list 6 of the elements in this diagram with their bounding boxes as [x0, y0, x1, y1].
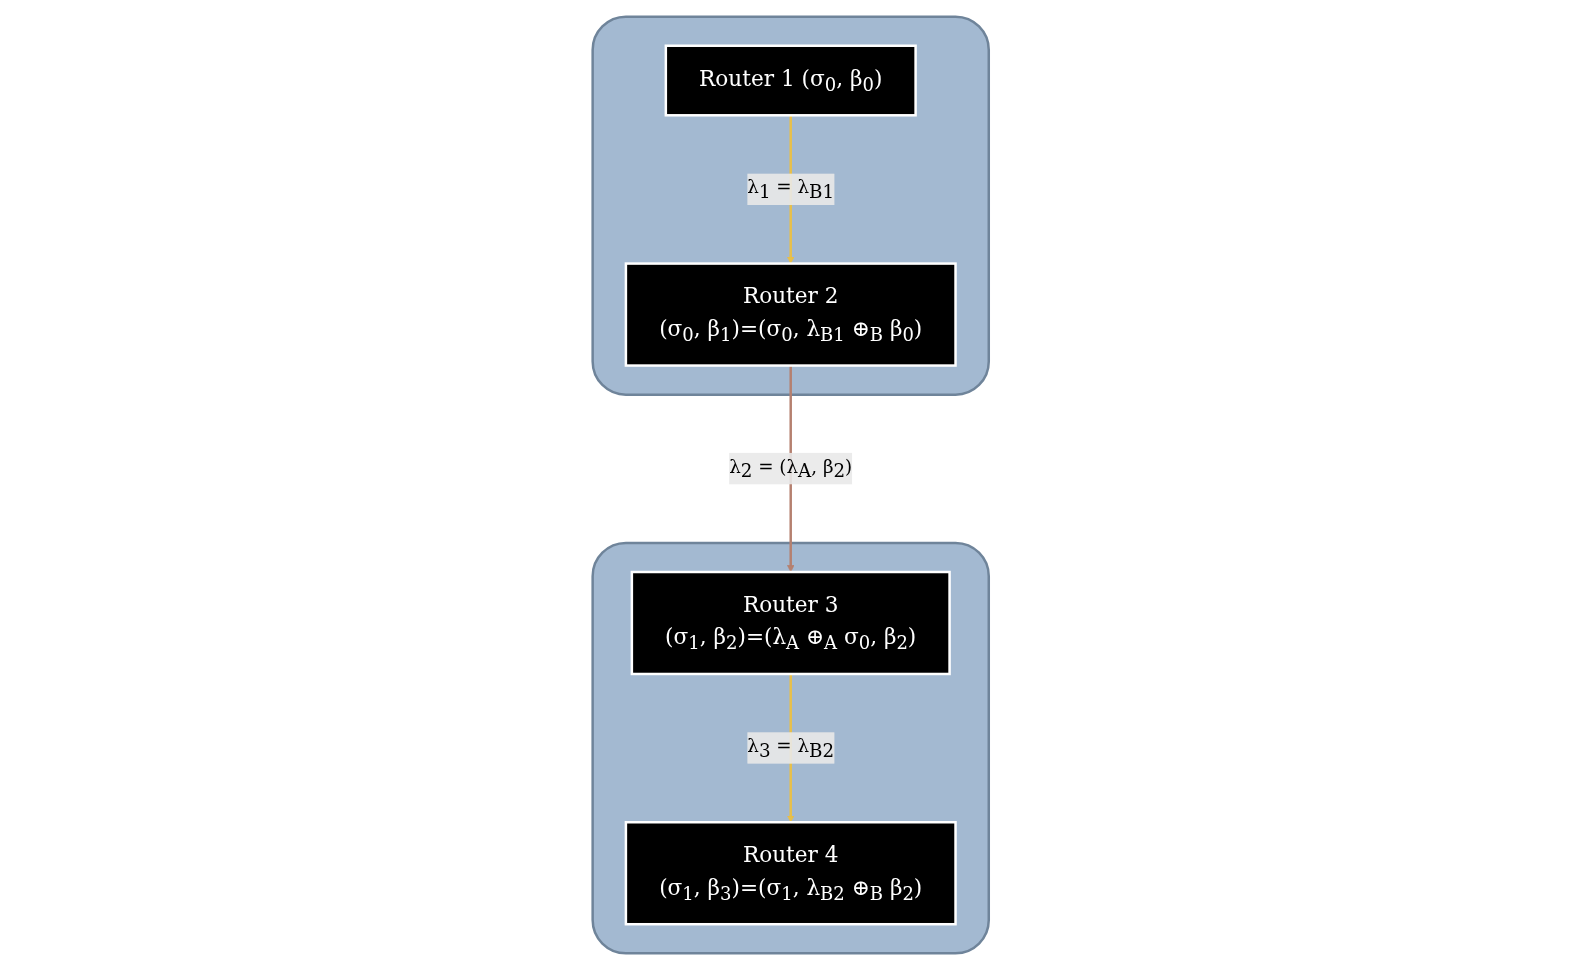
cluster [591, 541, 991, 955]
cluster [591, 15, 991, 396]
node-box: Router 1 (σ$_{0}$, β$_{0}$) [664, 44, 918, 117]
node-box: Router 4 (σ$_{1}$, β$_{3}$)=(σ$_{1}$, λ$_{B2}$ ⊕$_{B}$ β$_{2}$) [624, 821, 958, 926]
node-box: Router 2 (σ$_{0}$, β$_{1}$)=(σ$_{0}$, λ$_{B1}$ ⊕$_{B}$ β$_{0}$) [624, 262, 958, 367]
node-box: Router 3 (σ$_{1}$, β$_{2}$)=(λ$_{A}$ ⊕$_{A}$ σ$_{0}$, β$_{2}$) [630, 570, 952, 676]
